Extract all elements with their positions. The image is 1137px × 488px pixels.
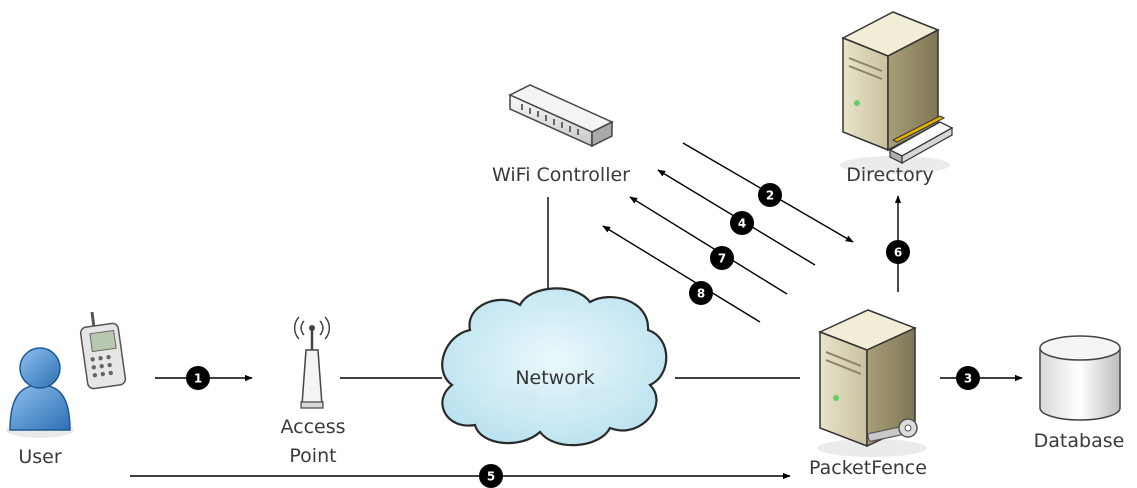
- svg-text:2: 2: [766, 189, 774, 203]
- step-badge-2: 2: [758, 183, 782, 207]
- key-icon: [867, 418, 918, 442]
- access-point-label-line2: Point: [289, 445, 336, 467]
- step-badge-6: 6: [886, 240, 910, 264]
- step-badge-5: 5: [479, 464, 503, 488]
- network-cloud-icon: [441, 287, 668, 447]
- svg-text:1: 1: [194, 372, 202, 386]
- svg-text:7: 7: [718, 252, 726, 266]
- step-badges: 1 2 3 4 5 6 7 8: [186, 183, 980, 488]
- access-point-icon: [293, 316, 331, 409]
- wifi-controller-label: WiFi Controller: [492, 164, 630, 186]
- step-badge-4: 4: [730, 211, 754, 235]
- arrow-step-7: [629, 196, 788, 295]
- directory-label: Directory: [846, 164, 934, 186]
- packetfence-server-icon: [817, 309, 927, 457]
- step-badge-3: 3: [956, 366, 980, 390]
- database-label: Database: [1034, 430, 1125, 452]
- mobile-phone-icon: [79, 311, 127, 390]
- packetfence-label: PacketFence: [809, 457, 927, 479]
- database-icon: [1039, 335, 1121, 421]
- svg-text:6: 6: [894, 246, 902, 260]
- access-point-label-line1: Access: [280, 416, 345, 438]
- network-label: Network: [515, 367, 594, 389]
- step-badge-1: 1: [186, 366, 210, 390]
- step-badge-7: 7: [710, 246, 734, 270]
- arrow-step-8: [602, 225, 761, 323]
- step-badge-8: 8: [689, 281, 713, 305]
- node-labels: User Access Point Network WiFi Controlle…: [18, 164, 1124, 479]
- svg-text:8: 8: [697, 287, 705, 301]
- user-label: User: [18, 446, 61, 468]
- svg-text:3: 3: [964, 372, 972, 386]
- svg-text:4: 4: [738, 217, 746, 231]
- user-icon: [6, 347, 74, 438]
- wifi-controller-switch-icon: [508, 84, 614, 148]
- svg-text:5: 5: [487, 470, 495, 484]
- directory-server-icon: [840, 11, 954, 174]
